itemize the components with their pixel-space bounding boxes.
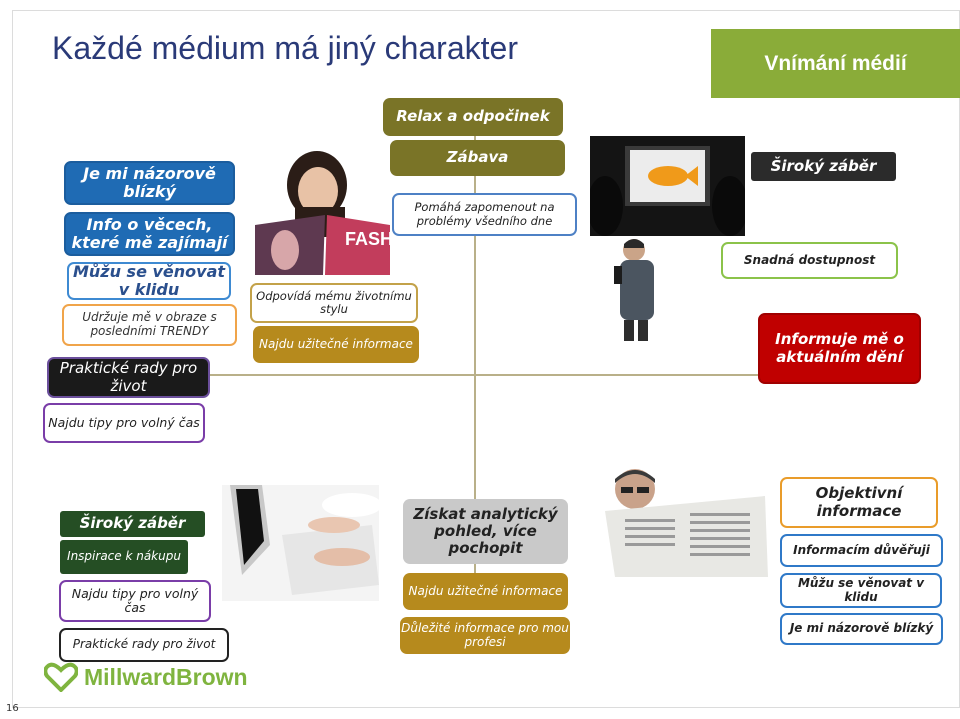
label-snadna-dostupnost: Snadná dostupnost: [721, 242, 898, 279]
label-je-mi-nazorove-blizky: Je mi názorově blízký: [64, 161, 235, 205]
label-najdu-uzitecne-informace-internet: Najdu užitečné informace: [403, 573, 568, 610]
millward-brown-mark-icon: [44, 662, 78, 692]
millward-brown-logo: MillwardBrown: [44, 662, 248, 692]
banner-media-perception: Vnímání médií: [711, 29, 960, 98]
label-dulezite-informace: Důležité informace pro mou profesi: [400, 617, 570, 654]
man-with-radio-image: [608, 236, 668, 341]
page-number: 16: [6, 703, 19, 714]
computer-typing-image: [222, 485, 379, 601]
label-zabava: Zábava: [390, 140, 565, 176]
label-muzu-se-venovat-v-klidu-newspaper: Můžu se věnovat v klidu: [780, 573, 942, 608]
label-objektivni-informace: Objektivní informace: [780, 477, 938, 528]
label-je-mi-nazorove-blizky-newspaper: Je mi názorově blízký: [780, 613, 943, 645]
label-najdu-uzitecne-informace-magazine: Najdu užitečné informace: [253, 326, 419, 363]
slide-title: Každé médium má jiný charakter: [52, 30, 518, 67]
woman-reading-magazine-image: FASH: [255, 145, 390, 275]
label-najdu-tipy-internet: Najdu tipy pro volný čas: [59, 580, 211, 622]
label-informuje-me-o-aktualnim-deni: Informuje mě o aktuálním dění: [758, 313, 921, 384]
label-informacim-duveruji: Informacím důvěřuji: [780, 534, 943, 567]
label-inspirace-k-nakupu: Inspirace k nákupu: [60, 540, 188, 574]
label-najdu-tipy: Najdu tipy pro volný čas: [43, 403, 205, 443]
tv-watching-image: [590, 136, 745, 236]
label-info-o-vecech: Info o věcech, které mě zajímají: [64, 212, 235, 256]
label-prakticke-rady-internet: Praktické rady pro život: [59, 628, 229, 662]
label-relax-a-odpocinek: Relax a odpočinek: [383, 98, 563, 136]
svg-text:FASH: FASH: [345, 229, 390, 249]
man-reading-newspaper-image: [595, 461, 768, 577]
logo-text: MillwardBrown: [84, 664, 248, 691]
label-pomaha-zapomenout: Pomáhá zapomenout na problémy všedního d…: [392, 193, 577, 236]
label-muzu-se-venovat-v-klidu: Můžu se věnovat v klidu: [67, 262, 231, 300]
label-udrzuje-me-v-obraze: Udržuje mě v obraze s posledními TRENDY: [62, 304, 237, 346]
label-prakticke-rady: Praktické rady pro život: [47, 357, 210, 398]
label-ziskat-analyticky-pohled: Získat analytický pohled, více pochopit: [403, 499, 568, 564]
label-siroky-zaber-internet: Široký záběr: [60, 511, 205, 537]
label-siroky-zaber-radio: Široký záběr: [751, 152, 896, 181]
label-odpovida-zivotnimu-stylu: Odpovídá mému životnímu stylu: [250, 283, 418, 323]
